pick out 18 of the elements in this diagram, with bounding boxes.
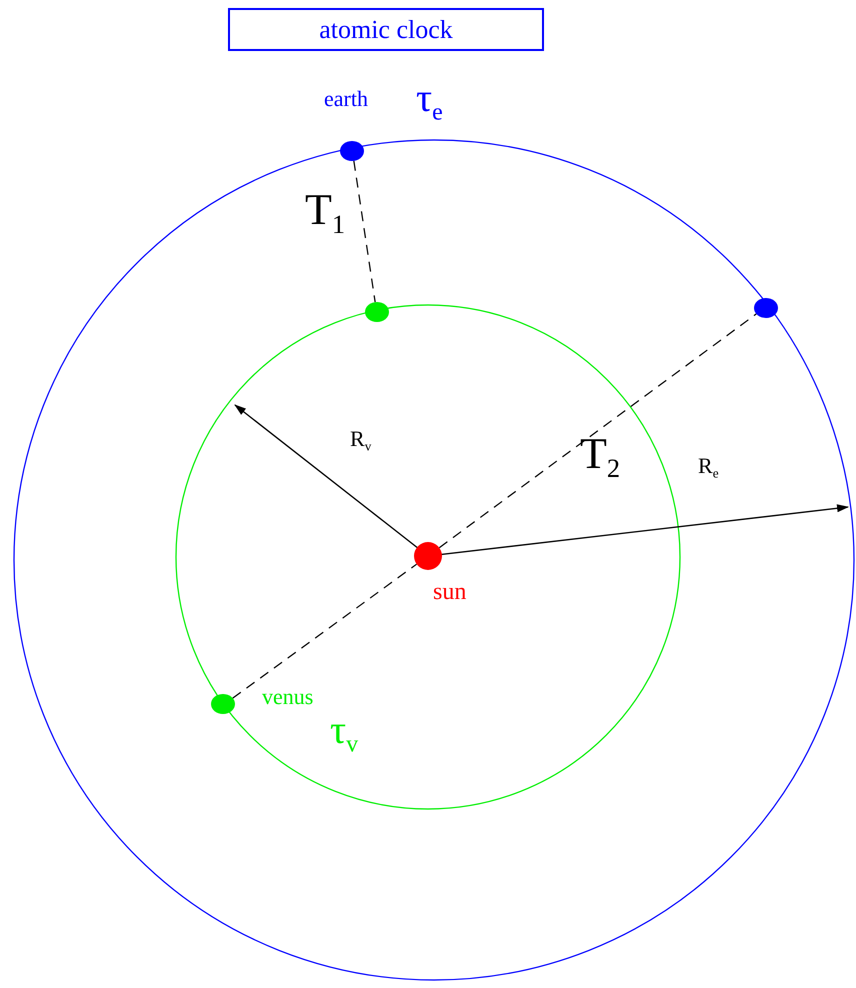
planet-dot [211,694,235,714]
proper-time-label: τ$_{e}$ [416,78,443,124]
title-box: atomic clock [228,8,544,51]
edge-label: T$_{2}$ [580,432,620,482]
planet-dot [365,302,389,322]
radius-label: R$_{v}$ [350,428,372,453]
edge-label: T$_{1}$ [305,188,346,238]
sun-dot [414,542,442,570]
planet-dot [340,141,364,161]
dashed-line [438,313,757,548]
body-label: sun [433,580,466,604]
dashed-line [232,564,417,699]
proper-time-label: τ$_{v}$ [330,710,358,756]
radius-label: R$_{e}$ [698,455,719,480]
body-label: venus [262,686,314,708]
body-label: earth [324,88,368,110]
planet-dot [754,298,778,318]
dashed-line [353,160,376,302]
